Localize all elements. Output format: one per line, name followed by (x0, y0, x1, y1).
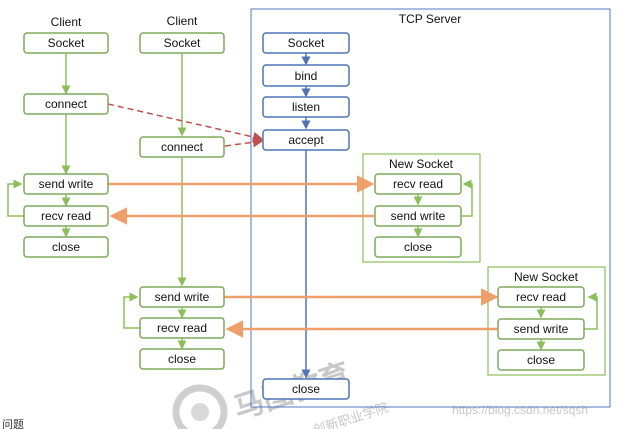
new-socket-2-frame (487, 266, 606, 376)
client-2-connect-label: connect (161, 140, 204, 154)
client-1-send-box (23, 173, 109, 195)
client-1-close-box (23, 236, 109, 258)
new-socket-1-recv-label: recv read (393, 177, 443, 191)
watermark-logo-subtext: 创新职业学院 (311, 400, 390, 429)
client-1-flow-arrows (7, 53, 71, 238)
new-socket-1-send-label: send write (391, 209, 446, 223)
new-socket-2-send-label: send write (514, 322, 569, 336)
server-socket-label: Socket (288, 36, 325, 50)
server-listen-label: listen (292, 100, 320, 114)
new-socket-2-close-label: close (527, 353, 555, 367)
client-1-recv-box (23, 205, 109, 227)
server-socket-box (262, 32, 350, 54)
client-2-socket-label: Socket (164, 36, 201, 50)
server-bind-box (262, 64, 350, 87)
footer-fragment: 问题 (2, 418, 24, 429)
client-2-title: Client (167, 14, 198, 28)
server-close-label: close (292, 382, 320, 396)
client-1-connect-box (23, 93, 109, 115)
new-socket-1-frame (362, 153, 481, 263)
client-2-boxes: Socket connect send write recv read clos… (139, 32, 225, 370)
server-listen-box (262, 96, 350, 118)
client-1-send-label: send write (39, 177, 94, 191)
tcp-server-frame (250, 8, 611, 408)
client-2-flow-arrows (123, 53, 187, 350)
client-2-close-label: close (168, 352, 196, 366)
new-socket-2-recv-label: recv read (516, 290, 566, 304)
client-2-close-box (139, 348, 225, 370)
client-2-connect-box (139, 136, 225, 158)
new-socket-1-close-label: close (404, 240, 432, 254)
new-socket-1-close-box (374, 236, 462, 258)
new-socket-1-title: New Socket (389, 157, 454, 171)
server-boxes: Socket bind listen accept close (262, 32, 350, 400)
client-2-socket-box (139, 32, 225, 54)
new-socket-2-recv-box (497, 286, 585, 308)
new-socket-2-send-box (497, 318, 585, 340)
new-socket-1-recv-box (374, 173, 462, 195)
new-socket-1-flow-arrows (413, 179, 473, 238)
new-socket-1-boxes: recv read send write close (374, 173, 462, 258)
client-1-title: Client (51, 15, 82, 29)
watermark-url: https://blog.csdn.net/sqsh (452, 403, 588, 417)
client-1-recv-label: recv read (41, 209, 91, 223)
client-1-connect-label: connect (45, 97, 88, 111)
server-accept-box (262, 129, 350, 151)
client-1-socket-label: Socket (48, 36, 85, 50)
data-exchange-arrows (108, 175, 499, 338)
tcp-server-title: TCP Server (399, 12, 461, 26)
client-2-recv-label: recv read (157, 321, 207, 335)
client-1-socket-box (23, 32, 109, 54)
connect-to-accept-arrows (107, 103, 264, 148)
new-socket-2-close-box (497, 349, 585, 371)
watermark-logo-icon (172, 384, 228, 429)
server-close-box (262, 378, 350, 400)
client-2-send-label: send write (155, 290, 210, 304)
client-1-boxes: Socket connect send write recv read clos… (23, 32, 109, 258)
client-1-close-label: close (52, 240, 80, 254)
client-2-recv-box (139, 317, 225, 339)
server-bind-label: bind (295, 69, 318, 83)
new-socket-2-title: New Socket (514, 270, 579, 284)
new-socket-2-boxes: recv read send write close (497, 286, 585, 371)
server-accept-label: accept (288, 133, 324, 147)
new-socket-2-flow-arrows (536, 292, 598, 351)
client-2-send-box (139, 286, 225, 308)
new-socket-1-send-box (374, 205, 462, 227)
